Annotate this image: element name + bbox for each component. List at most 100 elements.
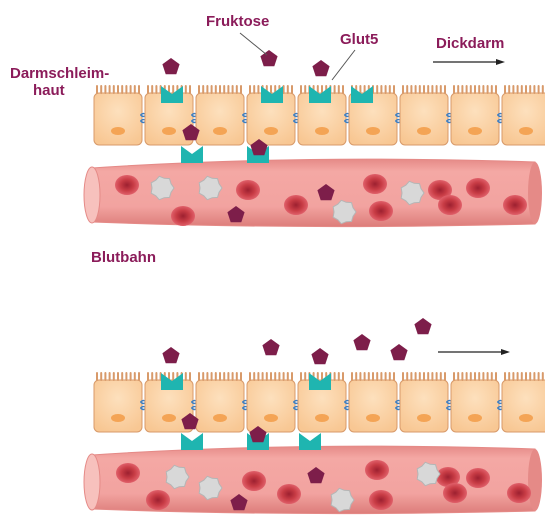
microvilli	[250, 373, 292, 380]
red-blood-cell	[466, 178, 490, 198]
fructose-molecule	[162, 58, 179, 74]
cell-nucleus	[468, 414, 482, 422]
panel-normal-absorption	[84, 50, 545, 227]
cell-body	[400, 380, 448, 432]
glut5-basal	[181, 433, 203, 450]
red-blood-cell	[363, 174, 387, 194]
fructose-molecule	[262, 339, 279, 355]
microvilli	[454, 86, 496, 93]
fructose-molecule	[162, 347, 179, 363]
epithelial-cell	[196, 373, 249, 432]
fructose-molecule	[390, 344, 407, 360]
epithelial-cell	[94, 86, 147, 145]
epithelial-cell	[502, 373, 545, 432]
blood-vessel	[84, 159, 542, 226]
microvilli	[97, 86, 139, 93]
vessel-end	[528, 449, 542, 511]
cell-nucleus	[519, 127, 533, 135]
red-blood-cell	[438, 195, 462, 215]
fructose-molecule	[353, 334, 370, 350]
flow-arrow-icon-bottom	[438, 349, 510, 355]
microvilli	[97, 373, 139, 380]
cell-body	[400, 93, 448, 145]
cell-nucleus	[111, 127, 125, 135]
cell-body	[247, 380, 295, 432]
red-blood-cell	[171, 206, 195, 226]
microvilli	[505, 373, 545, 380]
glut5-basal	[299, 433, 321, 450]
cell-nucleus	[111, 414, 125, 422]
red-blood-cell	[277, 484, 301, 504]
cell-body	[94, 380, 142, 432]
mucosa-label-line1: Darmschleim-	[10, 65, 109, 82]
microvilli	[250, 86, 292, 93]
microvilli	[454, 373, 496, 380]
red-blood-cell	[369, 201, 393, 221]
glut5-basal	[181, 146, 203, 163]
red-blood-cell	[236, 180, 260, 200]
flow-arrow-icon-top	[433, 59, 505, 65]
epithelial-cell	[502, 86, 545, 145]
microvilli	[505, 86, 545, 93]
red-blood-cell	[507, 483, 531, 503]
epithelial-cell	[196, 86, 249, 145]
vessel-end	[528, 162, 542, 224]
red-blood-cell	[242, 471, 266, 491]
mucosa-label-line2: haut	[33, 82, 65, 99]
red-blood-cell	[466, 468, 490, 488]
cell-body	[502, 380, 545, 432]
red-blood-cell	[365, 460, 389, 480]
microvilli	[199, 373, 241, 380]
cell-nucleus	[417, 127, 431, 135]
cell-nucleus	[264, 414, 278, 422]
cell-nucleus	[213, 127, 227, 135]
epithelial-cell	[247, 373, 300, 432]
red-blood-cell	[146, 490, 170, 510]
red-blood-cell	[115, 175, 139, 195]
red-blood-cell	[284, 195, 308, 215]
cell-nucleus	[315, 414, 329, 422]
cell-nucleus	[366, 414, 380, 422]
glut5-apical	[161, 86, 183, 103]
panel-fructose-malabsorption	[84, 318, 545, 514]
microvilli	[301, 86, 343, 93]
glut5-apical	[309, 373, 331, 390]
fructose-label: Fruktose	[206, 13, 269, 30]
epithelial-cell	[400, 373, 453, 432]
cell-nucleus	[162, 127, 176, 135]
cell-nucleus	[366, 127, 380, 135]
fructose-molecule	[312, 60, 329, 76]
microvilli	[199, 86, 241, 93]
glut5-label: Glut5	[340, 31, 378, 48]
glut5-leader-line	[332, 50, 355, 80]
microvilli	[403, 373, 445, 380]
fructose-molecule	[414, 318, 431, 334]
vessel-opening	[84, 167, 100, 223]
cell-body	[196, 93, 244, 145]
epithelial-cell	[451, 373, 504, 432]
cell-nucleus	[417, 414, 431, 422]
red-blood-cell	[369, 490, 393, 510]
cell-body	[502, 93, 545, 145]
cell-nucleus	[162, 414, 176, 422]
cell-body	[451, 380, 499, 432]
microvilli	[352, 373, 394, 380]
microvilli	[403, 86, 445, 93]
fructose-molecule	[311, 348, 328, 364]
cell-nucleus	[468, 127, 482, 135]
red-blood-cell	[116, 463, 140, 483]
cell-body	[196, 380, 244, 432]
epithelial-cell	[349, 373, 402, 432]
red-blood-cell	[443, 483, 467, 503]
glut5-apical	[161, 373, 183, 390]
epithelial-cell	[451, 86, 504, 145]
cell-nucleus	[315, 127, 329, 135]
cell-nucleus	[519, 414, 533, 422]
fructose-molecule	[260, 50, 277, 66]
cell-body	[94, 93, 142, 145]
red-blood-cell	[503, 195, 527, 215]
glut5-apical	[309, 86, 331, 103]
cell-nucleus	[213, 414, 227, 422]
epithelial-cell	[94, 373, 147, 432]
